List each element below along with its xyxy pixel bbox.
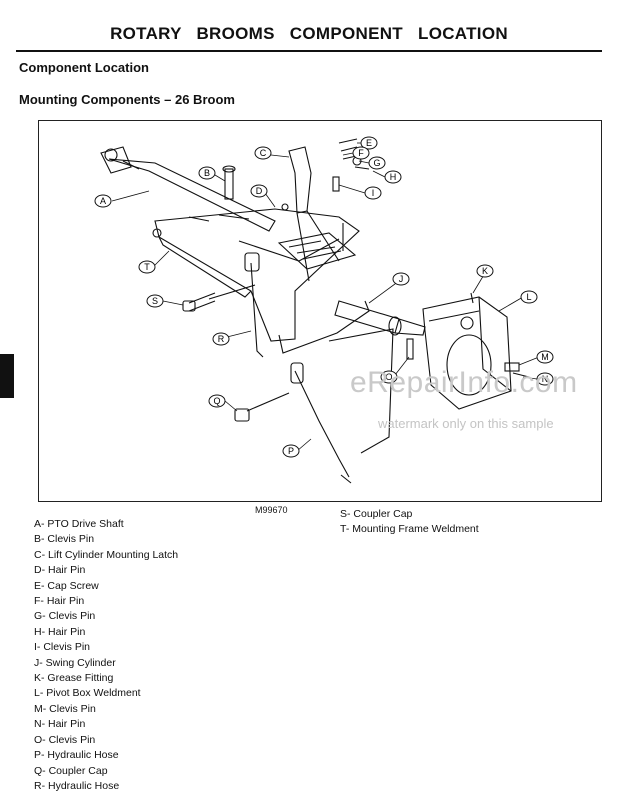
legend-item: N- Hair Pin bbox=[34, 718, 86, 731]
svg-text:H: H bbox=[390, 172, 397, 182]
svg-text:F: F bbox=[358, 148, 364, 158]
svg-text:C: C bbox=[260, 148, 267, 158]
svg-text:B: B bbox=[204, 168, 210, 178]
callout-b: B bbox=[198, 166, 216, 180]
legend-item: B- Clevis Pin bbox=[34, 533, 95, 546]
svg-text:T: T bbox=[144, 262, 150, 272]
svg-text:K: K bbox=[482, 266, 488, 276]
svg-text:D: D bbox=[256, 186, 263, 196]
callout-i: I bbox=[364, 186, 382, 200]
legend-item: G- Clevis Pin bbox=[34, 610, 96, 623]
legend-item: M- Clevis Pin bbox=[34, 702, 96, 715]
legend-item: K- Grease Fitting bbox=[34, 672, 114, 685]
callout-g: G bbox=[368, 156, 386, 170]
legend-item: A- PTO Drive Shaft bbox=[34, 518, 124, 530]
legend-item: D- Hair Pin bbox=[34, 564, 86, 577]
legend-item: P- Hydraulic Hose bbox=[34, 749, 119, 762]
svg-text:L: L bbox=[526, 292, 531, 302]
diagram-drawing: A B C D E F G H I J K L M N O P Q R S T bbox=[94, 136, 554, 484]
legend-item: L- Pivot Box Weldment bbox=[34, 687, 141, 700]
callout-m: M bbox=[536, 350, 554, 364]
figure-id: M99670 bbox=[255, 505, 288, 515]
watermark-note: watermark only on this sample bbox=[378, 416, 554, 431]
legend-item: T- Mounting Frame Weldment bbox=[340, 523, 479, 536]
legend-item: Q- Coupler Cap bbox=[34, 764, 108, 777]
svg-text:E: E bbox=[366, 138, 372, 148]
legend-item: E- Cap Screw bbox=[34, 579, 99, 592]
callout-e: E bbox=[360, 136, 378, 150]
callout-t: T bbox=[138, 260, 156, 274]
legend-item: O- Clevis Pin bbox=[34, 733, 96, 746]
svg-text:G: G bbox=[373, 158, 380, 168]
legend-item: J- Swing Cylinder bbox=[34, 656, 116, 669]
legend-item: R- Hydraulic Hose bbox=[34, 779, 120, 792]
legend-right: S- Coupler Cap T- Mounting Frame Weldmen… bbox=[340, 507, 479, 538]
callout-r: R bbox=[212, 332, 230, 346]
legend-item: H- Hair Pin bbox=[34, 625, 86, 638]
callout-a: A bbox=[94, 194, 112, 208]
svg-text:J: J bbox=[399, 274, 404, 284]
callout-h: H bbox=[384, 170, 402, 184]
page-edge-tab bbox=[0, 354, 14, 398]
callout-f: F bbox=[352, 146, 370, 160]
svg-text:P: P bbox=[288, 446, 294, 456]
callout-n: N bbox=[536, 372, 554, 386]
callout-d: D bbox=[250, 184, 268, 198]
legend-item: I- Clevis Pin bbox=[34, 641, 91, 654]
svg-text:O: O bbox=[385, 372, 392, 382]
callout-o: O bbox=[380, 370, 398, 384]
callout-c: C bbox=[254, 146, 272, 160]
exploded-diagram: A B C D E F G H I J K L M N O P Q R S T bbox=[38, 120, 602, 502]
callout-l: L bbox=[520, 290, 538, 304]
svg-text:N: N bbox=[542, 374, 549, 384]
svg-text:M: M bbox=[541, 352, 549, 362]
watermark-brand: eRepairInfo.com bbox=[350, 366, 578, 399]
callout-q: Q bbox=[208, 394, 226, 408]
section-heading: Component Location bbox=[19, 60, 149, 75]
legend-left: A- PTO Drive Shaft B- Clevis Pin C- Lift… bbox=[34, 517, 178, 794]
svg-text:A: A bbox=[100, 196, 106, 206]
legend-item: S- Coupler Cap bbox=[340, 508, 413, 520]
legend-item: C- Lift Cylinder Mounting Latch bbox=[34, 548, 179, 561]
legend-item: F- Hair Pin bbox=[34, 595, 85, 608]
svg-text:Q: Q bbox=[213, 396, 220, 406]
svg-text:R: R bbox=[218, 334, 225, 344]
page-title: ROTARY BROOMS COMPONENT LOCATION bbox=[110, 24, 508, 43]
callout-j: J bbox=[392, 272, 410, 286]
callout-s: S bbox=[146, 294, 164, 308]
title-rule bbox=[16, 50, 602, 52]
callout-p: P bbox=[282, 444, 300, 458]
svg-text:I: I bbox=[372, 188, 375, 198]
subsection-heading: Mounting Components – 26 Broom bbox=[19, 92, 235, 107]
callout-k: K bbox=[476, 264, 494, 278]
svg-text:S: S bbox=[152, 296, 158, 306]
